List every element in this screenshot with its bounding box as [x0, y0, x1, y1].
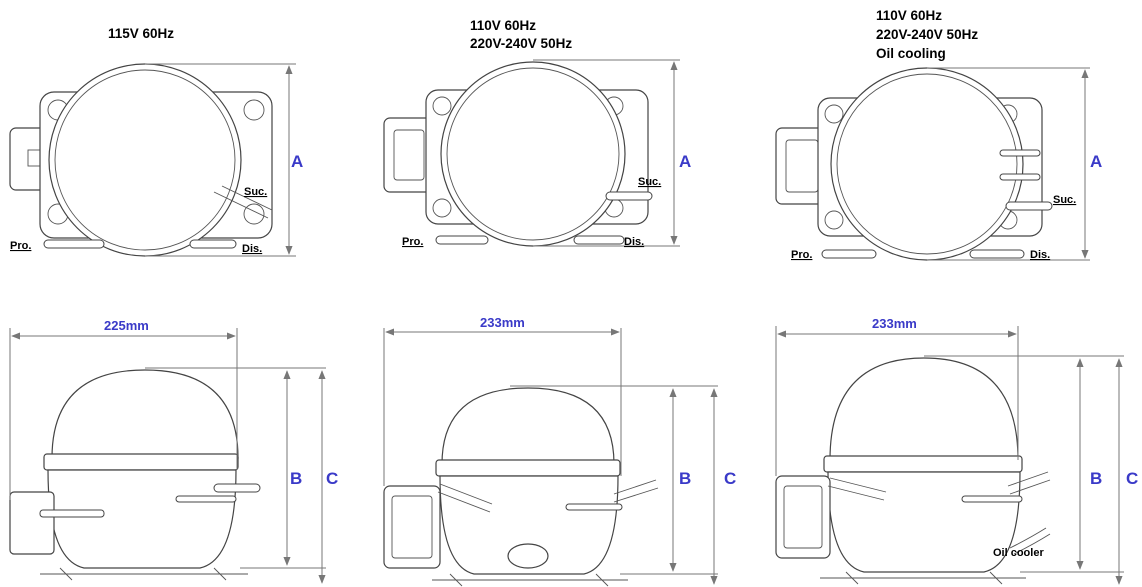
process-pipe	[827, 485, 885, 501]
terminal-cover	[393, 129, 425, 181]
terminal-cover	[391, 495, 433, 559]
width-label: 225mm	[104, 318, 149, 333]
width-label: 233mm	[872, 316, 917, 331]
width-label: 233mm	[480, 315, 525, 330]
dimension-a-label: A	[291, 152, 303, 171]
process-label: Pro.	[10, 240, 31, 252]
suction-pipe	[213, 191, 269, 219]
mount-hole	[824, 210, 844, 230]
discharge-pipe	[969, 249, 1025, 259]
suction-pipe	[1007, 471, 1049, 487]
dimension-b-label: B	[290, 469, 302, 488]
process-pipe	[437, 491, 491, 513]
shell-inner	[54, 69, 236, 251]
terminal-cover	[783, 485, 823, 549]
discharge-pipe	[175, 495, 237, 503]
terminal-box	[9, 491, 55, 555]
process-label: Pro.	[791, 249, 812, 261]
discharge-label: Dis.	[242, 243, 262, 255]
suction-pipe	[1005, 201, 1053, 211]
dome	[441, 387, 615, 465]
model-2-side-view: 233mm B C	[383, 315, 736, 587]
mount-hole	[824, 104, 844, 124]
process-pipe	[39, 509, 105, 518]
model-3-voltage-line-2: 220V-240V 50Hz	[876, 27, 978, 42]
dimension-a-label: A	[679, 152, 691, 171]
mount-hole	[243, 99, 265, 121]
mount-hole	[432, 96, 452, 116]
process-pipe	[43, 239, 105, 249]
suction-label: Suc.	[244, 186, 267, 198]
shell-band	[435, 459, 621, 477]
shell-outline	[830, 67, 1024, 261]
discharge-pipe	[573, 235, 625, 245]
base-plate	[820, 571, 1026, 585]
oil-cooler-pipe	[1009, 527, 1051, 555]
dimension-b-label: B	[679, 469, 691, 488]
suction-pipe	[213, 483, 261, 493]
process-pipe	[821, 249, 877, 259]
dome	[829, 357, 1019, 461]
discharge-label: Dis.	[1030, 249, 1050, 261]
model-1-voltage-line-1: 115V 60Hz	[108, 26, 174, 41]
model-3: 110V 60Hz 220V-240V 50Hz Oil cooling A S…	[775, 8, 1138, 585]
dimension-a-label: A	[1090, 152, 1102, 171]
dimension-b-label: B	[1090, 469, 1102, 488]
suction-pipe	[613, 479, 657, 495]
shell-outline	[48, 63, 242, 257]
model-3-top-view: A Suc. Pro. Dis.	[775, 67, 1102, 261]
shell-band	[823, 455, 1023, 473]
model-3-voltage-line-1: 110V 60Hz	[876, 8, 942, 23]
model-3-side-view: Oil cooler 233mm B C	[775, 316, 1138, 585]
dimension-c-label: C	[326, 469, 338, 488]
suction-label: Suc.	[638, 176, 661, 188]
model-2: 110V 60Hz 220V-240V 50Hz A Suc. Pro. Dis…	[383, 18, 736, 587]
oil-cooler-label: Oil cooler	[993, 547, 1044, 559]
shell-lower	[439, 475, 619, 575]
discharge-label: Dis.	[624, 236, 644, 248]
model-2-top-view: A Suc. Pro. Dis.	[383, 59, 691, 248]
shell-outline	[440, 61, 626, 247]
shell-lower	[827, 471, 1021, 573]
nameplate-oval	[507, 543, 549, 569]
model-1-side-view: 225mm B C	[9, 318, 338, 584]
oil-cooler-pipe	[999, 173, 1041, 181]
base-plate	[40, 567, 248, 581]
dimension-c-label: C	[724, 469, 736, 488]
model-2-voltage-line-1: 110V 60Hz	[470, 18, 536, 33]
base-plate	[432, 573, 628, 587]
shell-inner	[446, 67, 620, 241]
dome	[51, 369, 239, 459]
shell-lower	[47, 469, 237, 569]
process-label: Pro.	[402, 236, 423, 248]
mount-hole	[432, 198, 452, 218]
shell-band	[43, 453, 239, 471]
suction-label: Suc.	[1053, 194, 1076, 206]
discharge-pipe	[189, 239, 237, 249]
model-2-voltage-line-2: 220V-240V 50Hz	[470, 36, 572, 51]
discharge-pipe	[961, 495, 1023, 503]
model-3-voltage-line-3: Oil cooling	[876, 46, 946, 61]
mount-hole	[243, 203, 265, 225]
terminal-box	[775, 475, 831, 559]
process-pipe	[435, 235, 489, 245]
dimension-c-label: C	[1126, 469, 1138, 488]
suction-pipe	[605, 191, 653, 201]
model-1-top-view: A Suc. Pro. Dis.	[9, 63, 303, 257]
discharge-pipe	[565, 503, 623, 511]
shell-inner	[836, 73, 1018, 255]
terminal-box	[383, 485, 441, 569]
model-1: 115V 60Hz A Suc. Pro. Dis.	[9, 26, 338, 584]
oil-cooler-pipe	[999, 149, 1041, 157]
